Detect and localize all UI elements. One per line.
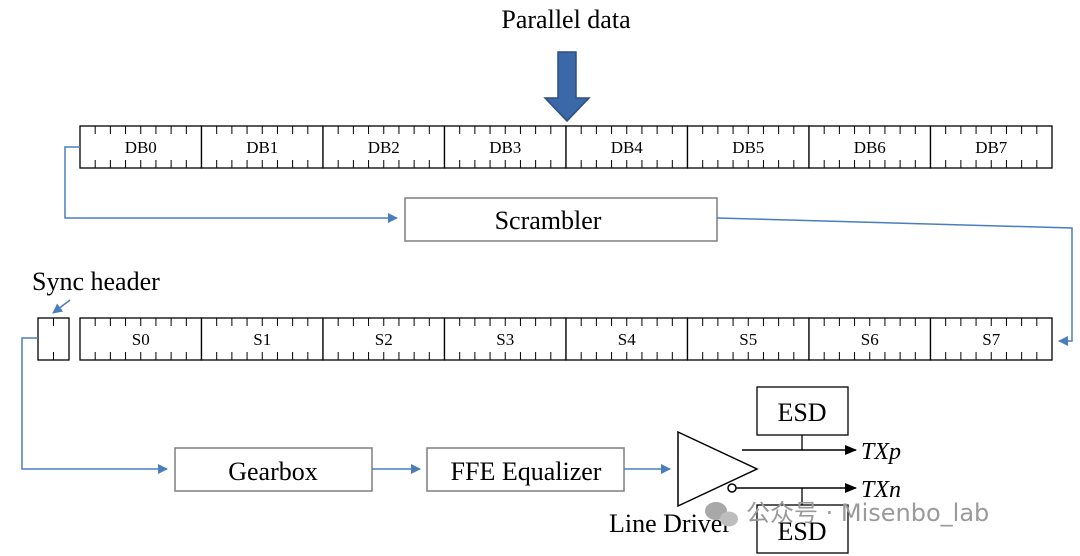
sync-header-label: Sync header (32, 267, 160, 296)
flow-to-scrambled-row (716, 217, 1073, 346)
data-byte-label: DB3 (489, 138, 521, 157)
flow-to-scrambler (64, 146, 398, 223)
driver-triangle-icon (677, 430, 759, 508)
data-byte-label: DB6 (854, 138, 886, 157)
watermark: 公众号 · Misenbo_lab (705, 499, 989, 527)
parallel-data-label: Parallel data (501, 5, 631, 34)
data-byte-label: DB4 (611, 138, 644, 157)
scrambled-byte-label: S5 (739, 330, 757, 349)
data-byte-label: DB1 (246, 138, 278, 157)
data-byte-cell: DB6 (808, 125, 932, 169)
ffe-equalizer-block: FFE Equalizer (426, 447, 625, 492)
data-byte-cell: DB4 (565, 125, 689, 169)
scrambler-block: Scrambler (404, 197, 718, 242)
txp-label: TXp (861, 439, 901, 465)
scrambled-byte-cell: S1 (200, 317, 324, 361)
esd-bottom-block: ESD (756, 488, 849, 554)
parallel-data-arrow-icon (543, 51, 591, 123)
scrambled-byte-label: S1 (253, 330, 271, 349)
scrambled-byte-cell: S5 (686, 317, 810, 361)
txn-label: TXn (861, 477, 901, 503)
wechat-icon (705, 502, 738, 527)
scrambler-label: Scrambler (495, 206, 602, 235)
data-byte-label: DB2 (368, 138, 400, 157)
data-byte-cell: DB7 (929, 125, 1053, 169)
esd-top-label: ESD (777, 398, 826, 427)
flow-to-gearbox (21, 337, 168, 474)
inverter-bubble-icon (727, 483, 737, 493)
watermark-text: 公众号 · Misenbo_lab (746, 499, 989, 527)
data-byte-cell: DB0 (79, 125, 203, 169)
scrambled-byte-label: S7 (982, 330, 1000, 349)
esd-bottom-label: ESD (777, 517, 826, 546)
line-driver: TXp TXn Line Driver (609, 430, 901, 538)
scrambled-byte-cell: S2 (322, 317, 446, 361)
gearbox-block: Gearbox (174, 447, 373, 492)
data-byte-cell: DB3 (443, 125, 567, 169)
scrambled-byte-cell: S3 (443, 317, 567, 361)
sync-header-pointer (52, 299, 71, 314)
scrambled-byte-label: S4 (618, 330, 636, 349)
scrambled-byte-cell: S4 (565, 317, 689, 361)
scrambled-byte-cell: S7 (929, 317, 1053, 361)
data-byte-cell: DB2 (322, 125, 446, 169)
scrambled-byte-label: S0 (132, 330, 150, 349)
sync-header-bits (37, 317, 70, 361)
data-byte-label: DB7 (975, 138, 1008, 157)
data-byte-cell: DB1 (200, 125, 324, 169)
ffe-equalizer-label: FFE Equalizer (451, 457, 602, 486)
scrambled-byte-cell: S0 (79, 317, 203, 361)
scrambled-byte-label: S2 (375, 330, 393, 349)
scrambled-byte-cell: S6 (808, 317, 932, 361)
data-byte-row: DB0 DB1 DB2 DB3 DB4 DB5 DB6 DB7 (79, 125, 1053, 169)
gearbox-label: Gearbox (228, 457, 318, 486)
data-byte-label: DB5 (732, 138, 764, 157)
scrambled-byte-label: S6 (861, 330, 879, 349)
esd-top-block: ESD (756, 386, 849, 450)
data-byte-cell: DB5 (686, 125, 810, 169)
data-byte-label: DB0 (125, 138, 157, 157)
scrambled-byte-label: S3 (496, 330, 514, 349)
scrambled-byte-row: S0 S1 S2 S3 S4 S5 S6 S7 (79, 317, 1053, 361)
